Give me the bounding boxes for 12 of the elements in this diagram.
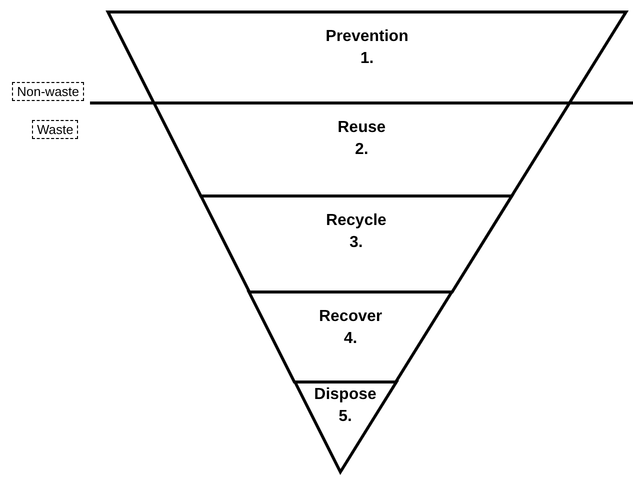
rank-number: 1. bbox=[360, 49, 374, 69]
level-label: Recover bbox=[318, 307, 382, 327]
rank-number: 3. bbox=[350, 233, 363, 253]
level-label: Prevention bbox=[326, 27, 408, 47]
level-label: Recycle bbox=[326, 211, 386, 231]
dashed-label-box: Waste bbox=[32, 120, 78, 139]
rank-number: 5. bbox=[338, 407, 352, 427]
rank-number: 4. bbox=[344, 329, 358, 349]
rank-number: 2. bbox=[354, 140, 368, 160]
level-label: Dispose bbox=[314, 385, 376, 405]
dashed-label-box: Non-waste bbox=[12, 82, 84, 101]
level-label: Reuse bbox=[338, 118, 386, 138]
